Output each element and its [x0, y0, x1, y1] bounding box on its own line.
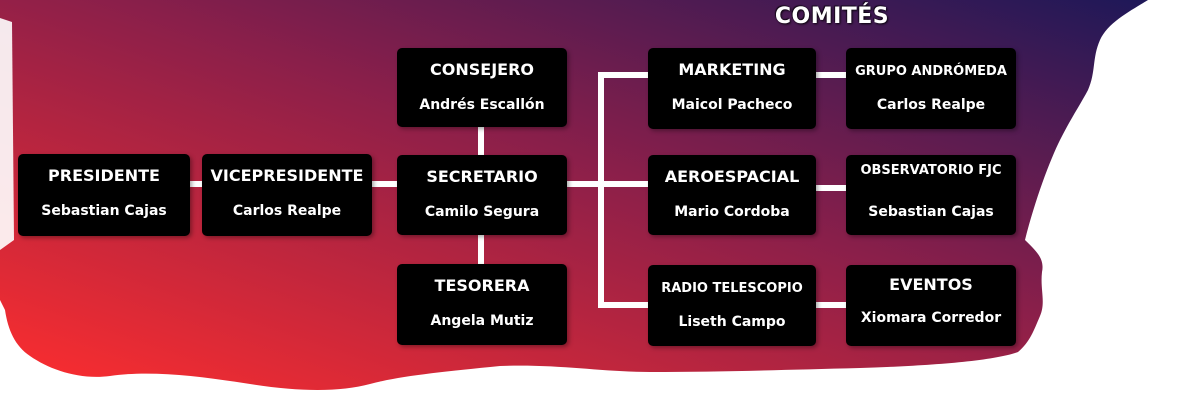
node-role: SECRETARIO	[426, 167, 538, 186]
node-name: Mario Cordoba	[674, 204, 790, 220]
node-role: PRESIDENTE	[48, 166, 160, 185]
node-name: Xiomara Corredor	[860, 310, 1002, 326]
connector-line	[816, 185, 846, 191]
node-observatorio-fjc: OBSERVATORIO FJC Sebastian Cajas	[846, 155, 1016, 235]
node-grupo-andromeda: GRUPO ANDRÓMEDA Carlos Realpe	[846, 48, 1016, 129]
node-consejero: CONSEJERO Andrés Escallón	[397, 48, 567, 127]
node-role: EVENTOS	[889, 275, 973, 294]
node-role: AEROESPACIAL	[664, 167, 800, 186]
node-name: Camilo Segura	[424, 204, 540, 220]
connector-line	[598, 72, 648, 78]
connector-line	[816, 72, 846, 78]
node-tesorera: TESORERA Angela Mutiz	[397, 264, 567, 345]
node-name: Sebastian Cajas	[868, 204, 994, 220]
node-marketing: MARKETING Maicol Pacheco	[648, 48, 816, 129]
connector-line	[598, 72, 604, 308]
node-role: GRUPO ANDRÓMEDA	[855, 64, 1007, 79]
node-name: Andrés Escallón	[419, 97, 545, 113]
node-vicepresidente: VICEPRESIDENTE Carlos Realpe	[202, 154, 372, 236]
node-role: VICEPRESIDENTE	[210, 166, 364, 185]
node-role: TESORERA	[434, 276, 530, 295]
node-name: Carlos Realpe	[876, 97, 986, 113]
node-presidente: PRESIDENTE Sebastian Cajas	[18, 154, 190, 236]
node-name: Maicol Pacheco	[671, 97, 793, 113]
node-role: CONSEJERO	[430, 60, 534, 79]
node-role: RADIO TELESCOPIO	[661, 281, 803, 296]
node-role: MARKETING	[678, 60, 786, 79]
node-role: OBSERVATORIO FJC	[860, 163, 1002, 178]
connector-line	[598, 302, 648, 308]
connector-line	[372, 181, 397, 187]
page-title: COMITÉS	[774, 4, 890, 29]
node-name: Sebastian Cajas	[41, 203, 167, 219]
connector-line	[567, 181, 603, 187]
node-radio-telescopio: RADIO TELESCOPIO Liseth Campo	[648, 265, 816, 346]
connector-line	[598, 181, 648, 187]
node-secretario: SECRETARIO Camilo Segura	[397, 155, 567, 235]
connector-line	[478, 127, 484, 155]
connector-line	[478, 235, 484, 264]
node-eventos: EVENTOS Xiomara Corredor	[846, 265, 1016, 346]
connector-line	[816, 302, 846, 308]
node-name: Carlos Realpe	[232, 203, 342, 219]
connector-line	[190, 181, 202, 187]
node-name: Angela Mutiz	[430, 313, 534, 329]
node-name: Liseth Campo	[678, 314, 786, 330]
node-aeroespacial: AEROESPACIAL Mario Cordoba	[648, 155, 816, 235]
